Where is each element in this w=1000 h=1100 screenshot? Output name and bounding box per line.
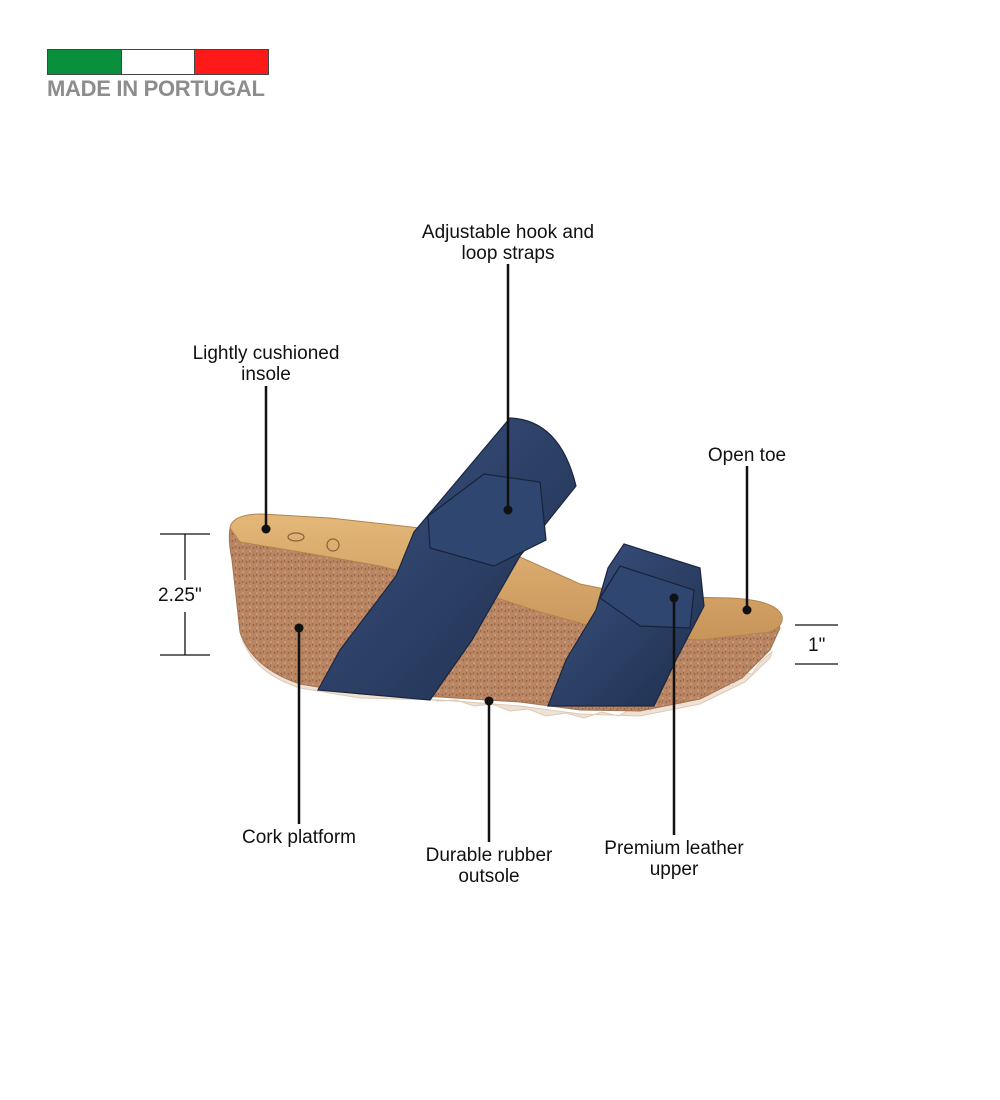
footbed-emblem-icon (326, 538, 340, 552)
toe-height-label: 1" (808, 635, 826, 656)
flag-stripe-white (120, 50, 195, 74)
footbed-logo-icon (287, 532, 305, 542)
sandal-illustration (228, 417, 783, 719)
toe-height-marker (795, 624, 838, 665)
insole-label-line-2: insole (241, 364, 291, 385)
cork-marker-dot (294, 623, 304, 633)
cork-label-line-1: Cork platform (241, 827, 357, 848)
upper-callout-label: Premium leather upper (574, 838, 774, 880)
insole-marker-dot (261, 524, 271, 534)
front-strap-tab (599, 565, 695, 629)
italian-flag-icon (47, 49, 269, 75)
flag-stripe-green (48, 50, 121, 74)
straps-callout-label: Adjustable hook and loop straps (388, 222, 628, 264)
heel-height-label: 2.25" (158, 585, 202, 606)
heel-height-marker (160, 533, 210, 656)
outsole-marker-dot (484, 696, 494, 706)
open-toe-callout-label: Open toe (677, 445, 817, 466)
outsole-callout-label: Durable rubber outsole (386, 845, 592, 887)
open-toe-marker-dot (742, 605, 752, 615)
outsole-label-line-1: Durable rubber (425, 845, 553, 866)
open-toe-label-line-1: Open toe (707, 445, 787, 466)
upper-label-line-1: Premium leather (604, 838, 744, 859)
callout-lines (261, 264, 752, 842)
flag-stripe-red (194, 50, 269, 74)
insole-label-line-1: Lightly cushioned (192, 343, 340, 364)
cork-callout-label: Cork platform (209, 827, 389, 848)
insole-callout-label: Lightly cushioned insole (156, 343, 376, 385)
straps-label-line-1: Adjustable hook and (421, 222, 595, 243)
straps-label-line-2: loop straps (461, 243, 555, 264)
upper-label-line-2: upper (649, 859, 699, 880)
upper-marker-dot (669, 593, 679, 603)
rear-strap-tab (427, 473, 547, 567)
outsole-label-line-2: outsole (458, 866, 520, 887)
straps-marker-dot (503, 505, 513, 515)
made-in-portugal-text: MADE IN PORTUGAL (47, 76, 265, 101)
